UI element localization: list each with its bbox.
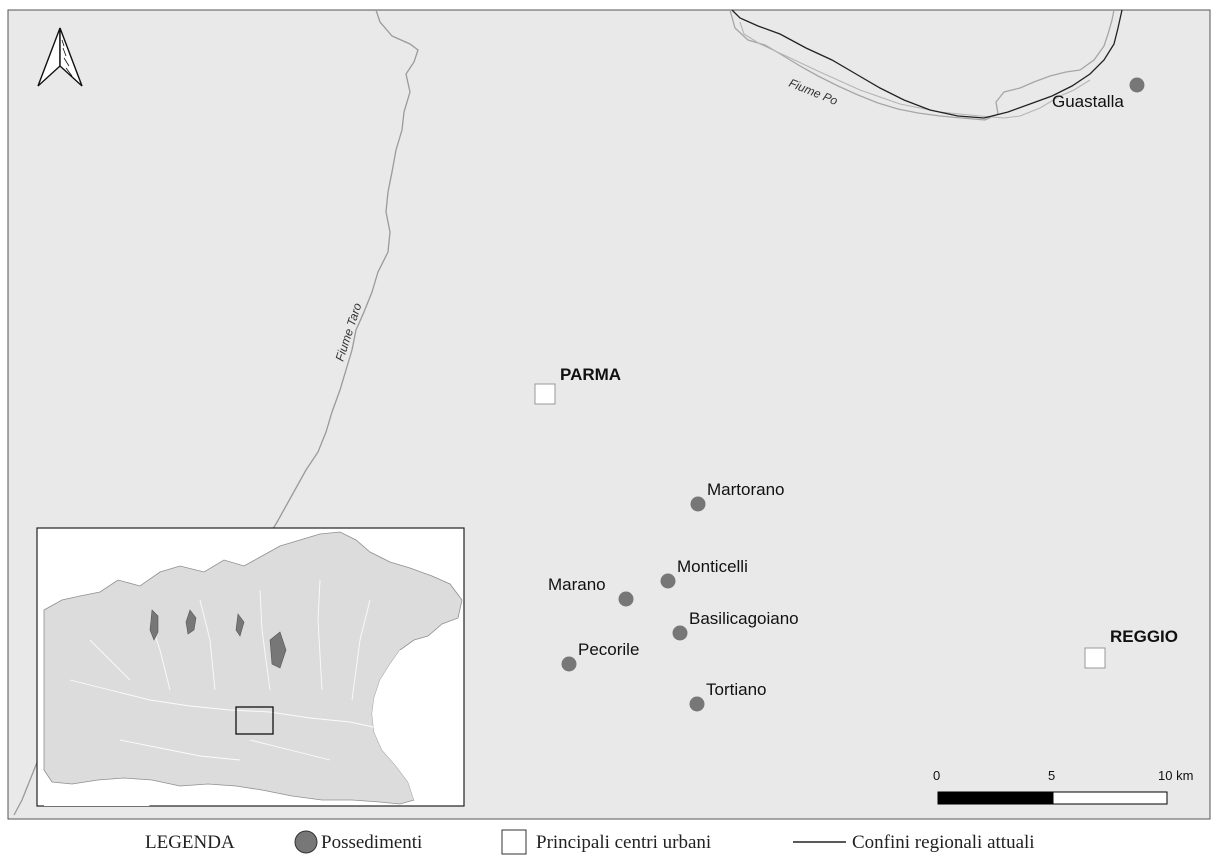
legend-symbol-centri-urbani [501, 829, 527, 855]
legend: LEGENDA Possedimenti Principali centri u… [145, 829, 1035, 855]
possedimento-marker-tortiano [689, 696, 705, 712]
possedimento-marker-martorano [690, 496, 706, 512]
city-label-reggio: REGGIO [1110, 627, 1178, 646]
north-arrow-icon [37, 27, 83, 87]
possedimento-marker-guastalla [1129, 77, 1145, 93]
inset-map [36, 527, 465, 807]
river-taro-lower [13, 759, 39, 816]
inset-lakes [149, 609, 287, 669]
possedimento-label-basilicagoiano: Basilicagoiano [689, 609, 799, 628]
possedimento-label-tortiano: Tortiano [706, 680, 766, 699]
possedimento-label-pecorile: Pecorile [578, 640, 639, 659]
city-marker-parma [534, 383, 556, 405]
possedimento-marker-pecorile [561, 656, 577, 672]
legend-label-confini: Confini regionali attuali [852, 832, 1035, 853]
possedimento-marker-marano [618, 591, 634, 607]
inset-study-area [235, 706, 274, 735]
inset-rivers [69, 579, 379, 761]
legend-label-possedimenti: Possedimenti [321, 832, 422, 853]
city-label-parma: PARMA [560, 365, 621, 384]
legend-symbol-possedimenti [294, 830, 318, 854]
river-taro [271, 9, 419, 531]
scale-bar: 0 5 10 km [933, 768, 1193, 805]
scale-tick-10: 10 km [1158, 768, 1193, 783]
regional-border [731, 9, 1123, 119]
river-po [729, 9, 1115, 121]
possedimento-label-marano: Marano [548, 575, 606, 594]
scale-tick-5: 5 [1048, 768, 1055, 783]
scale-tick-0: 0 [933, 768, 940, 783]
legend-label-centri-urbani: Principali centri urbani [536, 832, 711, 853]
city-marker-reggio [1084, 647, 1106, 669]
possedimento-marker-basilicagoiano [672, 625, 688, 641]
possedimento-label-martorano: Martorano [707, 480, 784, 499]
possedimento-label-guastalla: Guastalla [1052, 92, 1124, 111]
inset-sea [372, 650, 462, 800]
possedimento-label-monticelli: Monticelli [677, 557, 748, 576]
legend-title: LEGENDA [145, 832, 235, 853]
inset-sea-west [44, 790, 150, 806]
possedimento-marker-monticelli [660, 573, 676, 589]
